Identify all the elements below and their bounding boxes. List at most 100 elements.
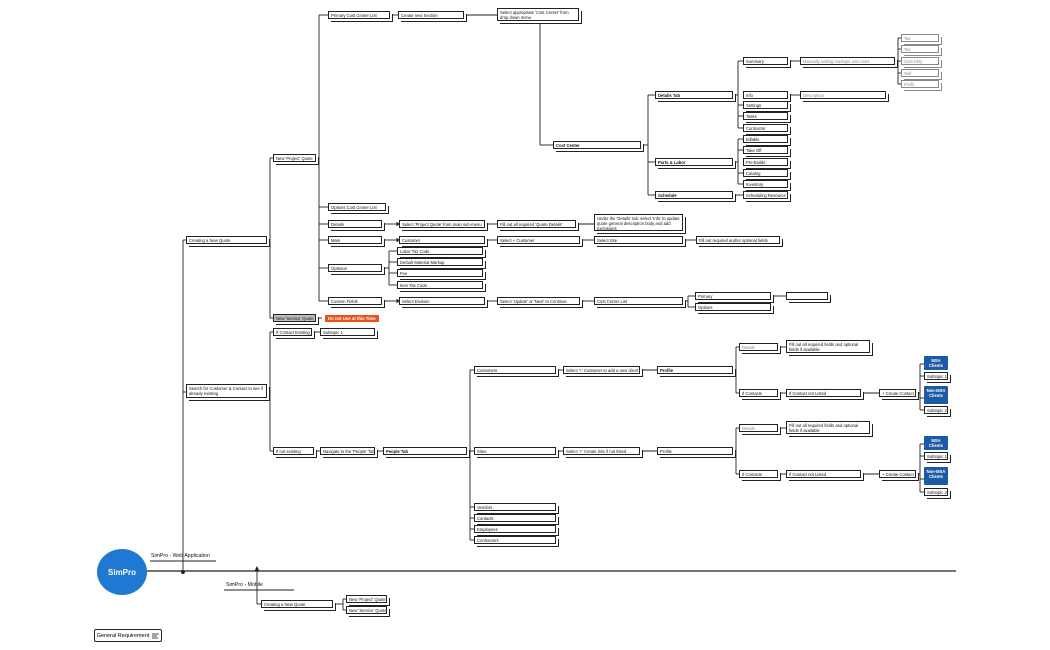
node-employees[interactable]: Employees: [474, 525, 556, 533]
node-create-new-section[interactable]: Create new Section: [398, 11, 464, 19]
node-label: Contacts: [477, 516, 494, 521]
node-search-customer-contact[interactable]: Search for Customer & Contact to see if …: [186, 384, 267, 398]
node-parts-labor[interactable]: Parts & Labor: [655, 158, 733, 166]
node-select-division[interactable]: Select Division: [399, 297, 485, 305]
node-create-site[interactable]: Select '+' Create Site if not listed: [563, 447, 640, 455]
node-mobile-service-quote[interactable]: New 'Service' Quote: [346, 606, 387, 614]
node-optional[interactable]: Optional: [328, 264, 382, 272]
node-description[interactable]: Description: [800, 91, 886, 99]
node-options-cost-center-list[interactable]: Options Cost Center List: [328, 203, 386, 211]
node-customer[interactable]: Customer: [399, 236, 485, 244]
node-select-cost-center[interactable]: Select appropriate 'Cost Center' from dr…: [497, 8, 579, 21]
node-pre-builds[interactable]: Pre-Builds: [743, 158, 788, 166]
node-schedule[interactable]: Schedule: [655, 191, 733, 199]
node-new-service-quote[interactable]: New 'Service' Quote: [273, 314, 316, 322]
node-cost-center[interactable]: Cost Center: [553, 141, 641, 149]
node-label: Labor Tax Code: [400, 249, 430, 254]
node-label: If Contacts: [742, 391, 763, 396]
node-custom-fields[interactable]: Custom Fields: [328, 297, 382, 305]
node-fill-fields-customers[interactable]: Fill out all required fields and optiona…: [786, 340, 870, 353]
node-label: + Create Contact: [882, 472, 914, 477]
node-subtopic-1-sites[interactable]: Subtopic 1: [924, 452, 948, 460]
node-cost-only[interactable]: Cost Only: [901, 57, 939, 65]
node-scheduling-resource[interactable]: Scheduling Resource: [743, 191, 788, 199]
node-label: Fill out all required fields and optiona…: [789, 423, 859, 433]
node-main[interactable]: Main: [328, 236, 382, 244]
node-new-project-quote[interactable]: New 'Project' Quote: [273, 154, 316, 162]
node-label: Select + Customer: [500, 238, 535, 243]
node-profile-sites[interactable]: Profile: [657, 447, 733, 455]
node-details-tab[interactable]: Details Tab: [655, 91, 733, 99]
node-sell[interactable]: Sell: [901, 69, 939, 77]
node-details-info-note[interactable]: Under the 'Details' tab, select 'Info' t…: [594, 214, 683, 231]
node-default-material-markup[interactable]: Default Material Markup: [397, 258, 483, 266]
node-if-not-existing[interactable]: If not existing: [273, 447, 314, 455]
node-contact-not-listed-customers[interactable]: If Contact not Listed: [786, 389, 861, 397]
node-details-sites[interactable]: Details: [739, 424, 778, 432]
node-labor-tax-code[interactable]: Labor Tax Code: [397, 247, 483, 255]
node-profit[interactable]: Profit: [901, 80, 939, 88]
node-manual-markups[interactable]: Manually setting markups and costs: [800, 57, 895, 65]
node-fill-required-optional[interactable]: Fill out required and/or optional fields: [696, 236, 780, 244]
node-details-customers[interactable]: Details: [739, 343, 778, 351]
node-create-contact-sites[interactable]: + Create Contact: [879, 470, 916, 478]
node-vendors[interactable]: Vendors: [474, 503, 556, 511]
node-customers[interactable]: Customers: [474, 366, 556, 374]
node-label: Info: [746, 93, 753, 98]
node-fee[interactable]: Fee: [397, 269, 483, 277]
node-navigate-people[interactable]: Navigate to the 'People' Tab: [320, 447, 375, 455]
node-label: Manually setting markups and costs: [803, 59, 870, 64]
node-subtopic-1[interactable]: Subtopic 1: [320, 328, 375, 336]
node-profile-customers[interactable]: Profile: [657, 366, 733, 374]
node-creating-new-quote[interactable]: Creating a New Quote: [186, 236, 267, 244]
node-update-or-next[interactable]: Select 'Update' or 'Next' to Continue: [497, 297, 580, 305]
node-label: Pre-Builds: [746, 160, 766, 165]
node-subtopic-2-sites[interactable]: Subtopic 2: [924, 488, 948, 496]
node-settings[interactable]: Settings: [743, 101, 788, 109]
node-contacts[interactable]: Contacts: [474, 514, 556, 522]
node-select-project-quote[interactable]: Select 'Project Quote' from main sub-men…: [399, 220, 485, 228]
simpro-logo[interactable]: SimPro: [97, 549, 147, 595]
node-fill-quote-details[interactable]: Fill out all required 'Quote Details': [497, 220, 576, 228]
node-fill-fields-sites[interactable]: Fill out all required fields and optiona…: [786, 421, 870, 434]
node-create-contact-customers[interactable]: + Create Contact: [879, 389, 916, 397]
node-contractors[interactable]: Contractors: [474, 536, 556, 544]
node-subtopic-2-customers[interactable]: Subtopic 2: [924, 406, 948, 414]
node-contractor[interactable]: Contractor: [743, 124, 788, 132]
node-inventory[interactable]: Inventory: [743, 180, 788, 188]
node-primary[interactable]: Primary: [695, 292, 771, 300]
node-select-site[interactable]: Select Site: [594, 236, 683, 244]
warning-badge: Do not Use at this Time: [325, 315, 379, 322]
node-mobile-creating-quote[interactable]: Creating a New Quote: [261, 600, 333, 608]
node-sites[interactable]: Sites: [474, 447, 556, 455]
node-summary[interactable]: Summary: [743, 57, 788, 65]
node-if-contact-existing[interactable]: If Contact Existing: [273, 328, 312, 336]
general-requirement-button[interactable]: General Requirement: [94, 629, 162, 642]
node-empty[interactable]: [786, 292, 828, 300]
node-label: Employees: [477, 527, 498, 532]
node-if-contacts-customers[interactable]: If Contacts: [739, 389, 778, 397]
node-tax-1[interactable]: Tax: [901, 34, 939, 42]
node-primary-cost-center-list[interactable]: Primary Cost Center List: [328, 11, 390, 19]
node-if-contacts-sites[interactable]: If Contacts: [739, 470, 778, 478]
node-people-tab[interactable]: People Tab: [383, 447, 467, 455]
node-options[interactable]: Options: [695, 303, 771, 311]
node-billable[interactable]: Billable: [743, 135, 788, 143]
node-details[interactable]: Details: [328, 220, 382, 228]
node-add-new-client[interactable]: Select '+' Customer to add a new client: [563, 366, 640, 374]
node-info[interactable]: Info: [743, 91, 788, 99]
node-label: Subtopic 2: [927, 490, 947, 495]
node-label: Primary Cost Center List: [331, 13, 377, 18]
node-label: New 'Project' Quote: [349, 597, 386, 602]
node-select-customer[interactable]: Select + Customer: [497, 236, 580, 244]
node-tasks[interactable]: Tasks: [743, 112, 788, 120]
node-mobile-project-quote[interactable]: New 'Project' Quote: [346, 595, 387, 603]
node-cost-center-list[interactable]: Cost Center List: [594, 297, 683, 305]
node-item-tax-code[interactable]: Item Tax Code: [397, 281, 483, 289]
node-catalog[interactable]: Catalog: [743, 169, 788, 177]
node-take-off[interactable]: Take Off: [743, 146, 788, 154]
node-subtopic-1-customers[interactable]: Subtopic 1: [924, 372, 948, 380]
node-tax-2[interactable]: Tax: [901, 45, 939, 53]
node-contact-not-listed-sites[interactable]: If Contact not Listed: [786, 470, 861, 478]
badge-msa-clients: MSA Clients: [924, 356, 948, 370]
